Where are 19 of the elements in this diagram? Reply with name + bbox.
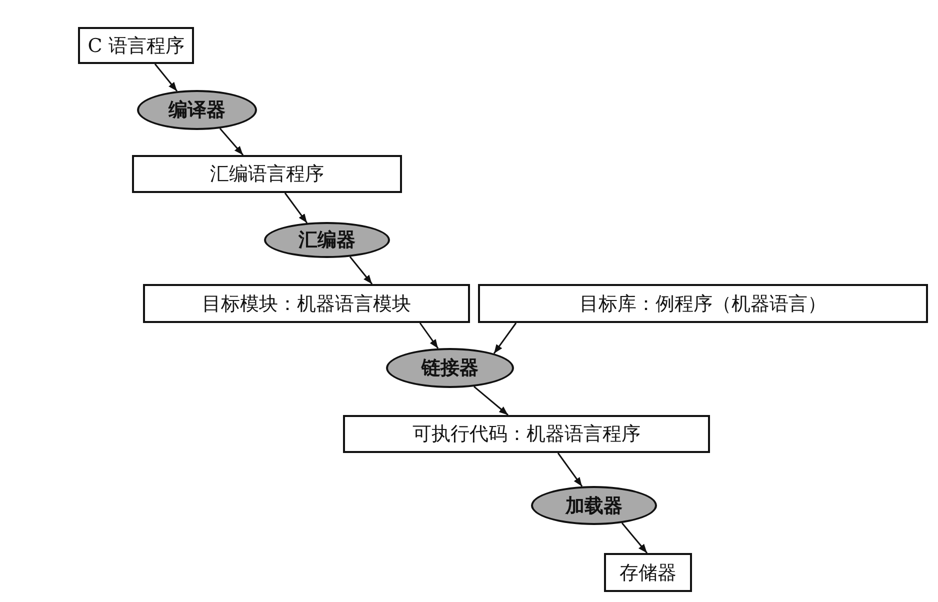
arrow [154, 64, 178, 92]
process-ellipse: 编译器 [137, 90, 257, 130]
process-ellipse: 链接器 [386, 348, 514, 388]
arrow [493, 322, 517, 354]
arrow [219, 128, 244, 156]
process-box: 目标库：例程序（机器语言） [478, 284, 928, 323]
process-box: C 语言程序 [78, 27, 194, 64]
arrow [349, 256, 373, 284]
process-ellipse: 加载器 [531, 486, 657, 525]
arrow [621, 522, 648, 554]
process-box: 汇编语言程序 [132, 155, 402, 193]
arrow [557, 452, 583, 487]
process-ellipse: 汇编器 [264, 222, 390, 258]
process-box: 可执行代码：机器语言程序 [343, 415, 710, 453]
process-box: 目标模块：机器语言模块 [143, 284, 470, 323]
arrow [284, 192, 308, 224]
arrow [419, 322, 439, 349]
process-box: 存储器 [604, 553, 692, 592]
arrow [474, 386, 508, 416]
